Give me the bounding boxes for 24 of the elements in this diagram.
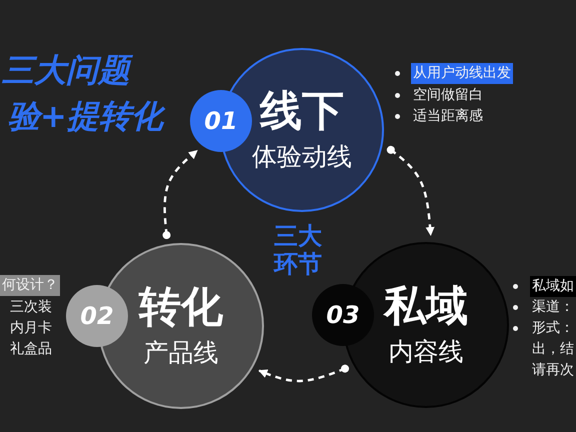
- bullet-text: 内月卡: [10, 318, 52, 338]
- bullet-text: 渠道：: [532, 298, 574, 316]
- bullet-text: 形式：出，结请再次: [532, 318, 574, 380]
- badge-number: 03: [326, 303, 360, 327]
- bullet-text: 何设计？: [0, 274, 60, 296]
- dashed-arrow: [162, 150, 198, 240]
- circle-title: 线下: [260, 88, 344, 134]
- center-label: 三大环节: [274, 223, 322, 278]
- badge-number: 02: [80, 304, 114, 328]
- bullet-text: 私域如: [530, 276, 576, 296]
- badge-number: 01: [204, 109, 238, 133]
- bullet-text: 空间做留白: [413, 86, 483, 104]
- circle-subtitle: 产品线: [144, 338, 218, 368]
- circle-title: 转化: [139, 284, 223, 330]
- circle-subtitle: 内容线: [388, 337, 464, 368]
- bullet-text: 三次装: [10, 298, 52, 316]
- circle-title: 私域: [384, 282, 468, 330]
- heading-text: 验+提转化: [8, 98, 163, 135]
- dashed-arrow: [258, 364, 349, 382]
- bullet-text: 从用户动线出发: [411, 62, 513, 84]
- circle-subtitle: 体验动线: [252, 142, 352, 172]
- dashed-arrow: [386, 146, 435, 236]
- bullet-text: 礼盒品: [10, 340, 52, 358]
- bullet-text: 适当距离感: [413, 106, 483, 126]
